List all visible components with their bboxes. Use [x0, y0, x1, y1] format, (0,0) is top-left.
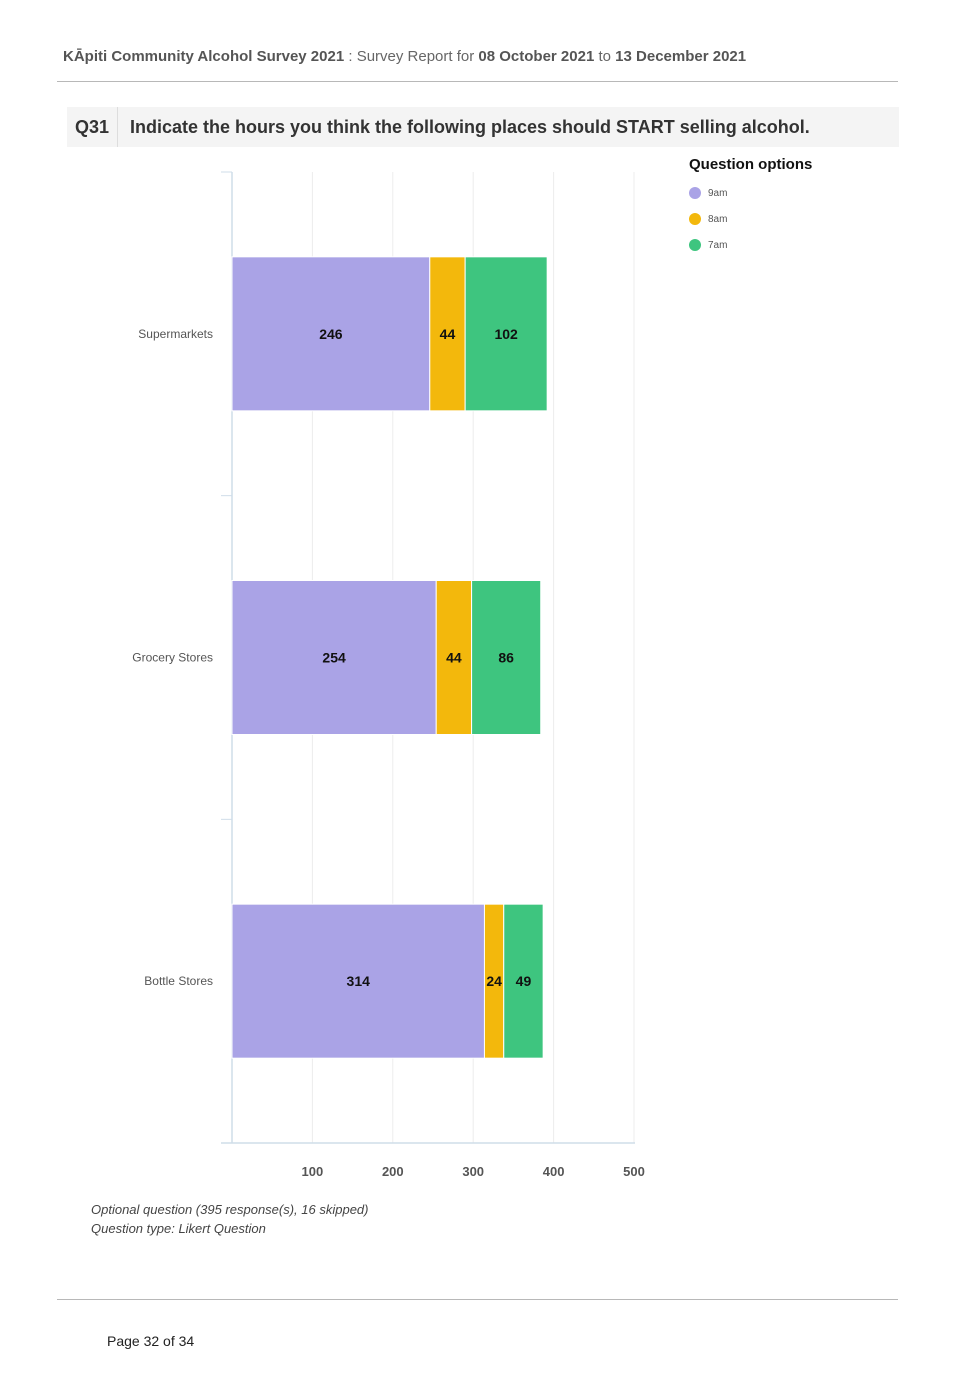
data-label: 86 [498, 650, 514, 666]
legend-label: 8am [708, 213, 728, 225]
data-label: 44 [440, 326, 456, 342]
header-divider [57, 81, 898, 82]
data-label: 314 [347, 973, 371, 989]
legend-item-9am[interactable]: 9am [689, 178, 812, 208]
data-label: 254 [322, 650, 346, 666]
category-label: Bottle Stores [144, 974, 213, 988]
question-text: Indicate the hours you think the followi… [130, 116, 810, 137]
bar-segment [471, 580, 542, 735]
data-label: 44 [446, 650, 462, 666]
report-header: KĀpiti Community Alcohol Survey 2021 : S… [63, 48, 746, 65]
x-tick-label: 400 [543, 1164, 565, 1179]
bar-segment [503, 903, 544, 1059]
question-number: Q31 [67, 107, 118, 147]
legend-label: 7am [708, 239, 728, 251]
question-footnote: Optional question (395 response(s), 16 s… [91, 1200, 369, 1238]
bar-segment [464, 256, 548, 412]
to-label: to [594, 48, 616, 65]
bar-segment [231, 903, 485, 1059]
legend-dot-icon [689, 187, 701, 199]
data-label: 49 [516, 973, 532, 989]
header-separator: : [344, 48, 357, 65]
footer-divider [57, 1299, 898, 1300]
response-count-note: Optional question (395 response(s), 16 s… [91, 1202, 369, 1217]
category-label: Grocery Stores [132, 651, 213, 665]
bar-segment [435, 580, 473, 735]
legend-label: 9am [708, 187, 728, 199]
data-label: 24 [486, 973, 502, 989]
data-label: 102 [494, 326, 518, 342]
date-from: 08 October 2021 [478, 48, 595, 65]
legend-item-8am[interactable]: 8am [689, 204, 812, 234]
legend-title: Question options [689, 156, 813, 173]
x-tick-label: 200 [382, 1164, 404, 1179]
date-to: 13 December 2021 [615, 48, 747, 65]
x-tick-label: 500 [623, 1164, 645, 1179]
x-tick-label: 100 [302, 1164, 324, 1179]
bar-segment [429, 256, 466, 412]
report-label: Survey Report for [356, 48, 479, 65]
page-number: Page 32 of 34 [107, 1333, 195, 1349]
question-bar: Q31 Indicate the hours you think the fol… [67, 107, 899, 147]
legend-dot-icon [689, 239, 701, 251]
survey-title: KĀpiti Community Alcohol Survey 2021 [63, 48, 345, 65]
chart-legend: Question options 9am 8am 7am [689, 156, 812, 260]
category-label: Supermarkets [138, 327, 213, 341]
bar-segment [231, 580, 437, 735]
legend-dot-icon [689, 213, 701, 225]
question-type-note: Question type: Likert Question [91, 1221, 266, 1236]
legend-item-7am[interactable]: 7am [689, 230, 812, 260]
x-tick-label: 300 [462, 1164, 484, 1179]
data-label: 246 [319, 326, 343, 342]
